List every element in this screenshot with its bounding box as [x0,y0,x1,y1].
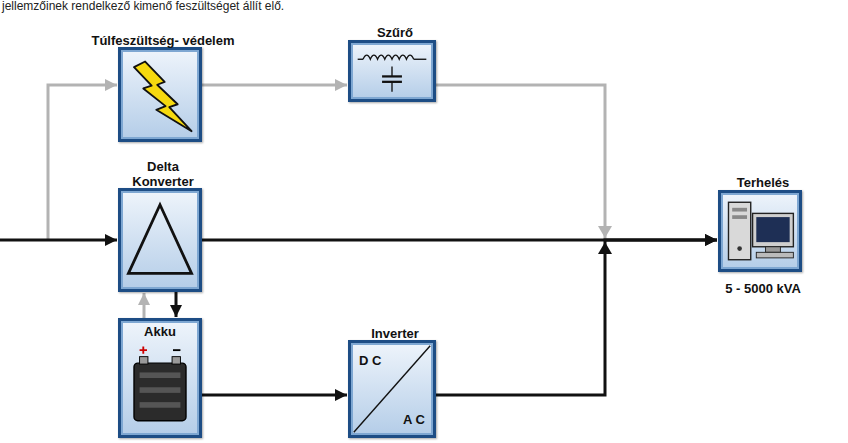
junction-arrowhead [598,242,612,254]
power-connector [175,292,178,317]
delta-triangle-icon [121,191,199,289]
dc-label: D C [359,353,381,368]
box-heading: Delta Konverter [117,159,209,189]
bypass-connector [143,293,146,318]
bypass-input-wire [48,85,117,240]
lightning-icon [121,50,199,139]
box-heading: Terhelés [701,175,825,190]
box-heading: Túlfeszültség- védelem [91,33,235,48]
power-connector [202,394,347,397]
junction-arrowhead [598,226,612,238]
box-heading: Akku [121,324,199,339]
inverter-box: InverterD CA C [348,340,436,438]
power-connector [436,240,717,395]
filter-box: Szűrő [348,40,436,102]
box-heading: Szűrő [331,25,459,40]
battery-box: Akku [118,318,202,438]
surge-protection-box: Túlfeszültség- védelem [118,47,202,142]
bypass-connector [202,84,347,87]
box-heading: Inverter [331,326,459,341]
filter-icon [351,43,433,99]
mains-input-wire [0,239,117,242]
bypass-connector [436,85,717,240]
load-box: Terhelés5 - 5000 kVA [718,190,802,272]
ac-label: A C [403,412,425,427]
cut-caption-text: jellemzőinek rendelkező kimenő feszültsé… [2,0,284,13]
computer-icon [721,193,799,269]
delta-converter-box: Delta Konverter [118,188,202,292]
power-range: 5 - 5000 kVA [693,281,833,296]
